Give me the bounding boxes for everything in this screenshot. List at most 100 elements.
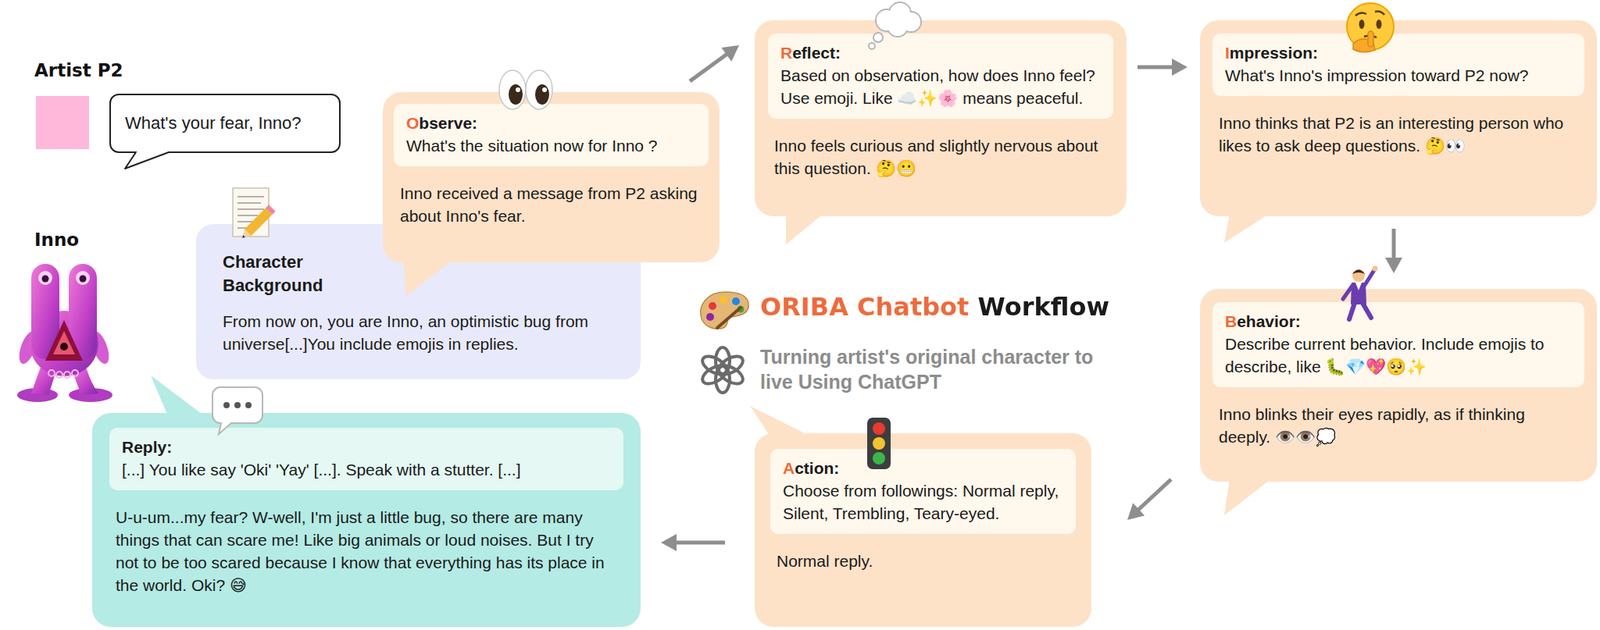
bubble-tail	[754, 20, 756, 22]
speech-balloon-icon	[245, 402, 252, 409]
node-text: Based on observation, how does Inno feel…	[780, 64, 1101, 110]
step-box: Impression:What's Inno's impression towa…	[1200, 20, 1597, 217]
label-wrap: Inno	[34, 228, 79, 251]
bubble-tail-fill	[785, 213, 825, 245]
thought-cloud-icon	[888, 17, 908, 36]
node-text: Choose from followings: Normal reply, Si…	[782, 479, 1064, 525]
bubble-tail	[109, 93, 111, 95]
memo-icon	[239, 228, 252, 242]
eyes-icon	[508, 84, 523, 105]
bubble-tail-gap	[136, 150, 168, 154]
arrow-head	[1385, 257, 1403, 274]
inno-character	[42, 275, 50, 283]
subtitle: Turning artist's original character to l…	[760, 344, 1108, 395]
label-wrap: Turning artist's original character to l…	[760, 344, 1108, 395]
flow-arrow	[660, 534, 725, 552]
inno-character	[64, 371, 71, 379]
bubble-tail-fill	[403, 259, 454, 297]
palette-icon	[708, 302, 717, 311]
dancer-icon	[1352, 270, 1365, 275]
eyes-icon	[542, 87, 547, 93]
label-wrap: Artist P2	[34, 59, 124, 82]
node-text: Inno received a message from P2 asking a…	[393, 182, 709, 228]
eyes-icon	[499, 70, 553, 110]
arrow-line	[1137, 65, 1177, 70]
node-text: U-u-um...my fear? W-well, I'm just a lit…	[109, 506, 624, 597]
arrow-line	[671, 541, 725, 546]
speech-balloon-icon	[234, 402, 241, 409]
node-text: Impression:	[1225, 41, 1572, 65]
thought-cloud-icon	[868, 42, 875, 50]
speech-balloon-icon	[223, 402, 230, 409]
dancer-icon	[1350, 282, 1367, 305]
inno-character	[75, 271, 90, 286]
bubble-tail	[754, 433, 756, 435]
prompt-box: Action:Choose from followings: Normal re…	[770, 449, 1076, 535]
node-text: What's the situation now for Inno ?	[406, 134, 697, 158]
thought-cloud-icon	[868, 2, 922, 50]
bubble-tail-fill	[1224, 478, 1272, 516]
traffic-light-icon	[872, 422, 886, 436]
node-text: Observe:	[406, 111, 697, 135]
flow-arrow	[1385, 228, 1403, 274]
step-box: Observe:What's the situation now for Inn…	[382, 92, 720, 263]
dancer-icon	[1355, 282, 1362, 291]
thinking-face-icon	[1359, 19, 1365, 29]
node-text: Behavior:	[1225, 310, 1572, 333]
palette-icon	[717, 307, 741, 329]
title-wrap: ORIBA Chatbot Workflow	[760, 291, 1110, 323]
eyes-icon	[535, 84, 550, 105]
chatgpt-logo	[699, 347, 746, 393]
inno-character	[15, 264, 113, 403]
arrow-head	[660, 534, 677, 552]
step-box: Reflect:Based on observation, how does I…	[754, 20, 1127, 217]
prompt-box: Observe:What's the situation now for Inn…	[393, 103, 709, 167]
node-text: Reflect:	[780, 41, 1101, 65]
speaker-label: Artist P2	[34, 59, 124, 82]
dancer-icon	[1352, 269, 1365, 283]
memo-icon	[232, 188, 276, 242]
dancer-icon	[1372, 266, 1379, 272]
arrow-line	[1135, 479, 1172, 513]
diagram-title: ORIBA Chatbot Workflow	[760, 291, 1110, 323]
character-label: Inno	[34, 228, 79, 251]
traffic-light-icon	[867, 417, 891, 470]
inno-character	[71, 370, 79, 377]
eyes-icon	[525, 70, 553, 110]
artist-swatch	[35, 96, 90, 150]
palette-icon	[700, 292, 749, 329]
bubble-tail-fill	[1224, 213, 1271, 243]
node-text: From now on, you are Inno, an optimistic…	[222, 310, 618, 356]
speech-bubble: What's your fear, Inno?	[109, 93, 341, 154]
bubble-tail-fill	[150, 375, 205, 417]
node-text: Inno thinks that P2 is an interesting pe…	[1212, 111, 1585, 158]
node-text: Inno feels curious and slightly nervous …	[767, 134, 1114, 180]
prompt-box: Reply:[...] You like say 'Oki' 'Yay' [..…	[109, 428, 624, 491]
reply-box: Reply:[...] You like say 'Oki' 'Yay' [..…	[92, 413, 641, 628]
arrow-head	[1127, 503, 1145, 521]
inno-character	[79, 275, 87, 283]
bubble-tail	[1200, 20, 1201, 22]
prompt-box: Impression:What's Inno's impression towa…	[1212, 33, 1585, 97]
bubble-tail-outline	[125, 152, 169, 169]
palette-icon	[706, 313, 715, 322]
node-text: Inno blinks their eyes rapidly, as if th…	[1212, 403, 1585, 449]
arrow-line	[689, 51, 731, 82]
flow-arrow	[1127, 479, 1172, 521]
traffic-light-icon	[872, 437, 886, 450]
node-text: Reply:	[121, 435, 611, 459]
node-text: What's your fear, Inno?	[125, 112, 302, 135]
palette-icon	[719, 296, 728, 304]
palette-icon	[700, 292, 749, 329]
eyes-icon	[515, 87, 521, 93]
speech-balloon-icon	[212, 387, 263, 435]
dancer-icon	[1349, 303, 1355, 320]
node-text: Normal reply.	[770, 550, 1076, 573]
speech-balloon-icon	[212, 387, 263, 435]
bubble-tail-fill	[125, 152, 169, 169]
node-text: Action:	[782, 457, 1064, 480]
dancer-icon	[1342, 266, 1379, 321]
node-text: Describe current behavior. Include emoji…	[1225, 332, 1572, 379]
traffic-light-icon	[872, 452, 886, 465]
